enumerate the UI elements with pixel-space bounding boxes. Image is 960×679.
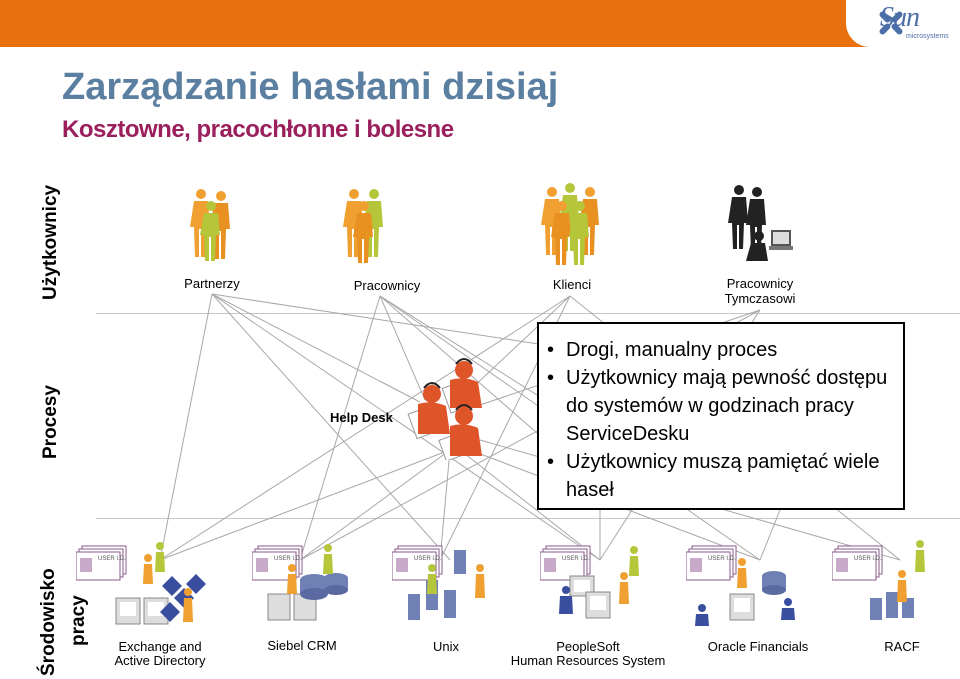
exchange-system-icon: USER I.D. xyxy=(76,542,206,625)
problem-item: •Użytkownicy muszą pamiętać wiele haseł xyxy=(547,448,903,504)
bullet-icon: • xyxy=(547,339,555,361)
svg-text:USER I.D.: USER I.D. xyxy=(708,556,736,562)
top-banner xyxy=(0,0,960,47)
svg-text:USER I.D.: USER I.D. xyxy=(562,556,590,562)
system-label-unix: Unix xyxy=(432,639,459,654)
system-label-peoplesoft-line2: Human Resources System xyxy=(510,653,666,668)
bullet-icon: • xyxy=(547,451,555,473)
logo-wordmark: Sun xyxy=(880,2,920,33)
system-label-peoplesoft-line1: PeopleSoft xyxy=(556,639,620,654)
siebel-system-icon: USER I.D. xyxy=(252,544,348,621)
sun-logo-icon xyxy=(879,11,903,35)
problem-item: •Użytkownicy mają pewność dostępu do sys… xyxy=(547,364,903,448)
user-label-temp-line2: Tymczasowi xyxy=(724,291,796,306)
problems-box: •Drogi, manualny proces •Użytkownicy maj… xyxy=(537,322,905,510)
page-subtitle: Kosztowne, pracochłonne i bolesne xyxy=(62,116,454,143)
user-label-temp-line1: Pracownicy xyxy=(726,276,794,291)
user-label-employees: Pracownicy xyxy=(353,278,421,293)
helpdesk-label: Help Desk xyxy=(330,410,393,425)
svg-text:USER I.D.: USER I.D. xyxy=(854,556,882,562)
system-label-oracle: Oracle Financials xyxy=(707,639,809,654)
people-group-icon xyxy=(541,183,599,265)
svg-text:USER I.D.: USER I.D. xyxy=(274,556,302,562)
unix-system-icon: USER I.D. xyxy=(392,545,485,620)
people-at-computer-icon xyxy=(728,185,793,261)
row-divider xyxy=(96,313,960,314)
user-label-partners: Partnerzy xyxy=(184,276,240,291)
people-group-icon xyxy=(343,189,383,263)
people-group-icon xyxy=(190,189,230,261)
problem-item: •Drogi, manualny proces xyxy=(547,336,903,364)
system-label-racf: RACF xyxy=(884,639,920,654)
svg-text:USER I.D.: USER I.D. xyxy=(414,556,442,562)
logo-tagline: microsystems xyxy=(906,33,949,40)
helpdesk-operators-icon xyxy=(407,358,482,460)
sun-logo: Sun microsystems xyxy=(846,0,960,47)
peoplesoft-system-icon: USER I.D. xyxy=(540,545,639,619)
svg-text:USER I.D.: USER I.D. xyxy=(98,556,126,562)
system-label-siebel: Siebel CRM xyxy=(267,638,337,653)
row-divider xyxy=(96,518,960,519)
system-label-exchange-line2: Active Directory xyxy=(114,653,206,668)
user-label-customers: Klienci xyxy=(552,277,592,292)
oracle-system-icon: USER I.D. xyxy=(686,545,795,626)
racf-system-icon: USER I.D. xyxy=(832,540,925,620)
system-label-exchange-line1: Exchange and xyxy=(118,639,202,654)
bullet-icon: • xyxy=(547,367,555,389)
page-title: Zarządzanie hasłami dzisiaj xyxy=(62,66,559,108)
